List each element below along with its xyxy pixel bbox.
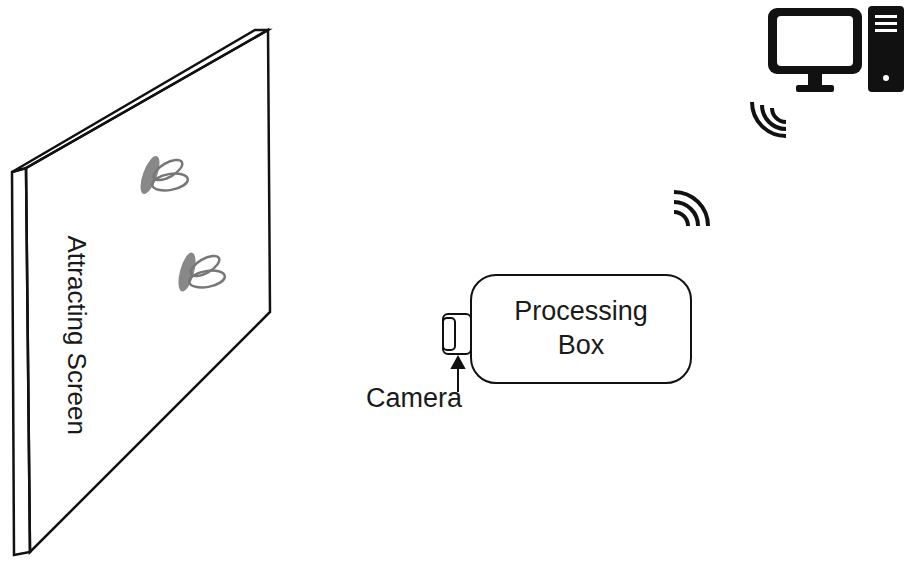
insect [175,251,226,293]
box-label: Processing Box [495,295,667,363]
computer-icon [768,6,904,92]
processing-box: Processing Box [470,274,692,384]
screen-label: Attracting Screen [60,235,93,434]
wireless-signal [752,102,786,136]
attracting-screen: Attracting Screen [8,26,274,558]
screen-outline [8,26,274,558]
camera-symbol [443,314,471,354]
wireless-signal [674,192,708,226]
insect [137,154,190,196]
camera-label: Camera [366,382,462,414]
